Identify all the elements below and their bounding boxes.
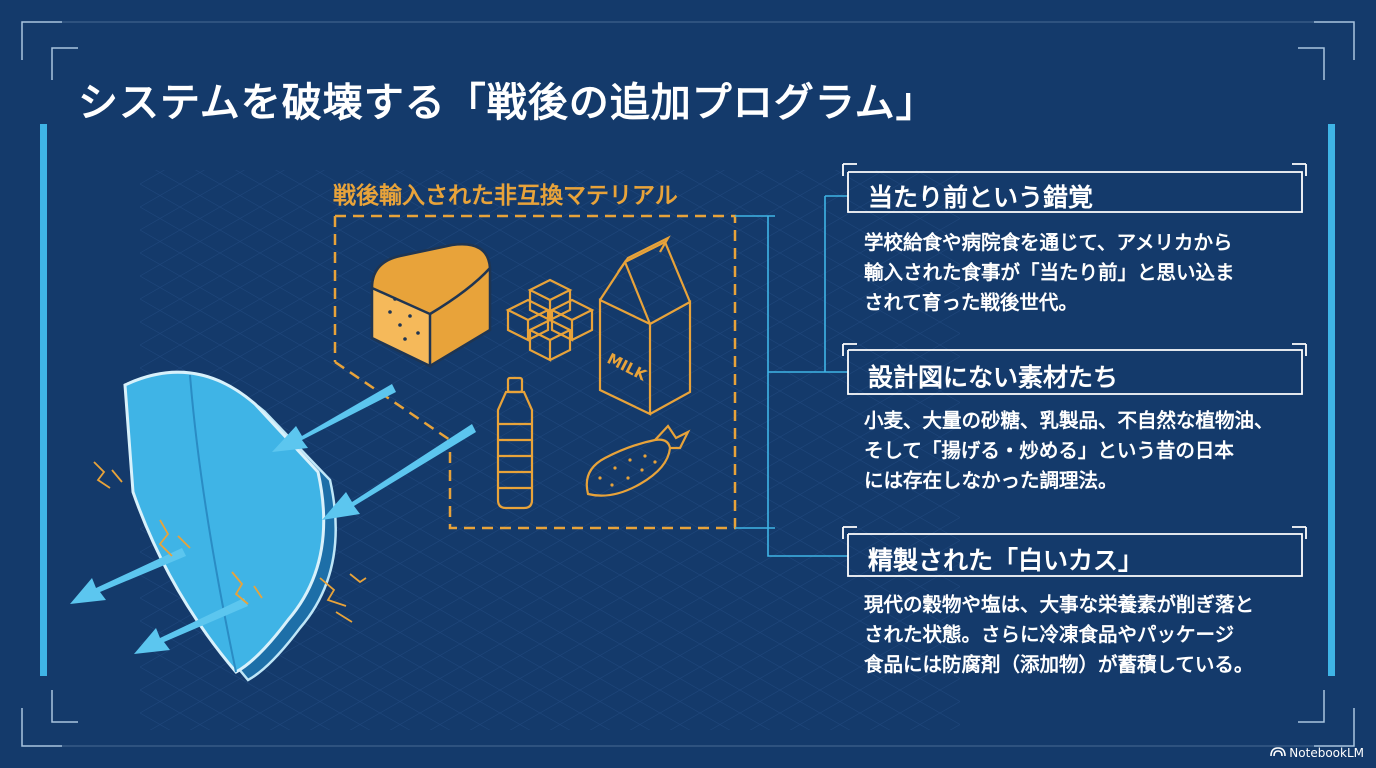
section-body-illusion: 学校給食や病院食を通じて、アメリカから 輸入された食事が「当たり前」と思い込ま … [864,228,1235,318]
section-line: には存在しなかった調理法。 [864,469,1118,492]
milk-label: MILK [604,350,651,386]
brand-label: NotebookLM [1289,746,1364,760]
crack-spark-icon [93,461,367,623]
section-line: 小麦、大量の砂糖、乳製品、不自然な植物油、 [864,409,1274,432]
shield-icon [123,370,337,682]
section-line: された状態。さらに冷凍食品やパッケージ [864,623,1235,646]
oil-bottle-icon [496,376,534,510]
section-body-unplanned-materials: 小麦、大量の砂糖、乳製品、不自然な植物油、 そして「揚げる・炒める」という昔の日… [864,406,1274,496]
materials-label: 戦後輸入された非互換マテリアル [333,183,678,209]
section-heading-refined-waste: 精製された「白いカス」 [868,546,1144,575]
sugar-cubes-icon [505,278,595,362]
arrow-icon [70,384,476,654]
section-line: 学校給食や病院食を通じて、アメリカから [864,231,1233,254]
section-line: されて育った戦後世代。 [864,291,1078,314]
page-title: システムを破壊する「戦後の追加プログラム」 [78,80,937,126]
frame-corners [21,21,1355,747]
section-line: 現代の穀物や塩は、大事な栄養素が削ぎ落と [864,593,1255,616]
section-line: そして「揚げる・炒める」という昔の日本 [864,439,1234,462]
right-accent-bar [1328,124,1335,676]
section-heading-illusion: 当たり前という錯覚 [868,183,1094,212]
section-heading-unplanned-materials: 設計図にない素材たち [868,363,1119,392]
bread-icon [370,243,492,368]
section-line: 食品には防腐剤（添加物）が蓄積している。 [864,653,1254,676]
section-brackets [842,163,1307,577]
section-line: 輸入された食事が「当たり前」と思い込ま [864,261,1235,284]
connector-lines [735,195,848,557]
section-body-refined-waste: 現代の穀物や塩は、大事な栄養素が削ぎ落と された状態。さらに冷凍食品やパッケージ… [864,590,1254,680]
milk-carton-icon [598,235,692,416]
notebooklm-logo-icon [1270,747,1286,757]
left-accent-bar [40,124,47,676]
fried-shrimp-icon [585,424,691,497]
